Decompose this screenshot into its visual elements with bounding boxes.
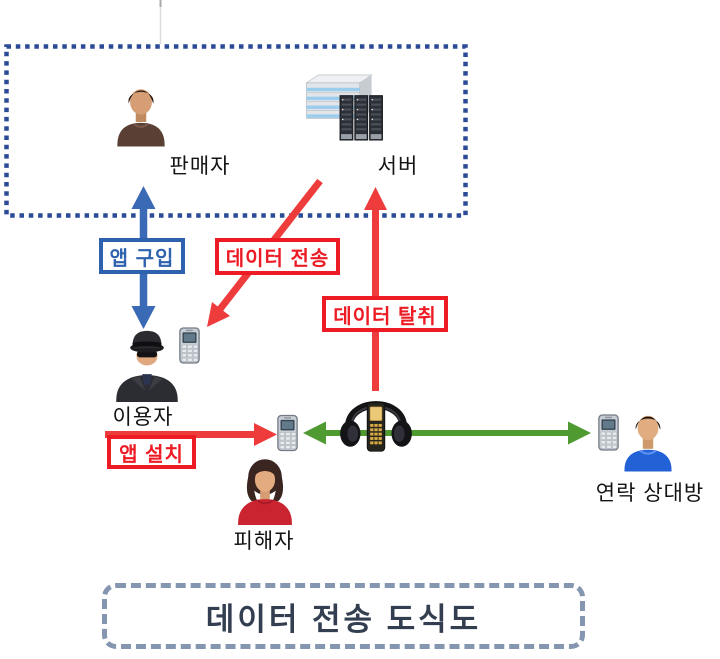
data-transfer-label-box: 데이터 전송 — [215, 238, 340, 275]
diagram-title-box: 데이터 전송 도식도 — [102, 583, 585, 649]
victim-label: 피해자 — [233, 530, 295, 553]
app-install-label-box: 앱 설치 — [107, 435, 196, 469]
voice-link-arrow — [303, 421, 591, 445]
contact-label: 연락 상대방 — [595, 482, 705, 505]
data-transfer-label: 데이터 전송 — [225, 248, 330, 270]
victim-phone-icon — [277, 414, 298, 452]
app-install-label: 앱 설치 — [119, 443, 184, 466]
app-purchase-label: 앱 구입 — [109, 247, 175, 270]
diagram-title: 데이터 전송 도식도 — [205, 601, 482, 637]
trusted-zone-box — [4, 44, 468, 218]
wiretap-headphones-phone-icon — [340, 401, 412, 452]
data-theft-label-box: 데이터 탈취 — [322, 296, 448, 332]
victim-person-icon — [238, 459, 292, 525]
server-label: 서버 — [377, 155, 419, 178]
seller-label: 판매자 — [169, 155, 231, 178]
seller-person-icon — [117, 89, 165, 147]
contact-person-icon — [624, 415, 672, 472]
contact-phone-icon — [598, 414, 619, 451]
data-theft-label: 데이터 탈취 — [333, 305, 437, 328]
user-label: 이용자 — [112, 406, 174, 429]
server-icon — [305, 74, 383, 141]
user-phone-icon — [179, 327, 200, 364]
app-install-arrow — [105, 423, 277, 446]
spy-user-icon — [116, 330, 178, 402]
app-purchase-label-box: 앱 구입 — [99, 238, 185, 274]
